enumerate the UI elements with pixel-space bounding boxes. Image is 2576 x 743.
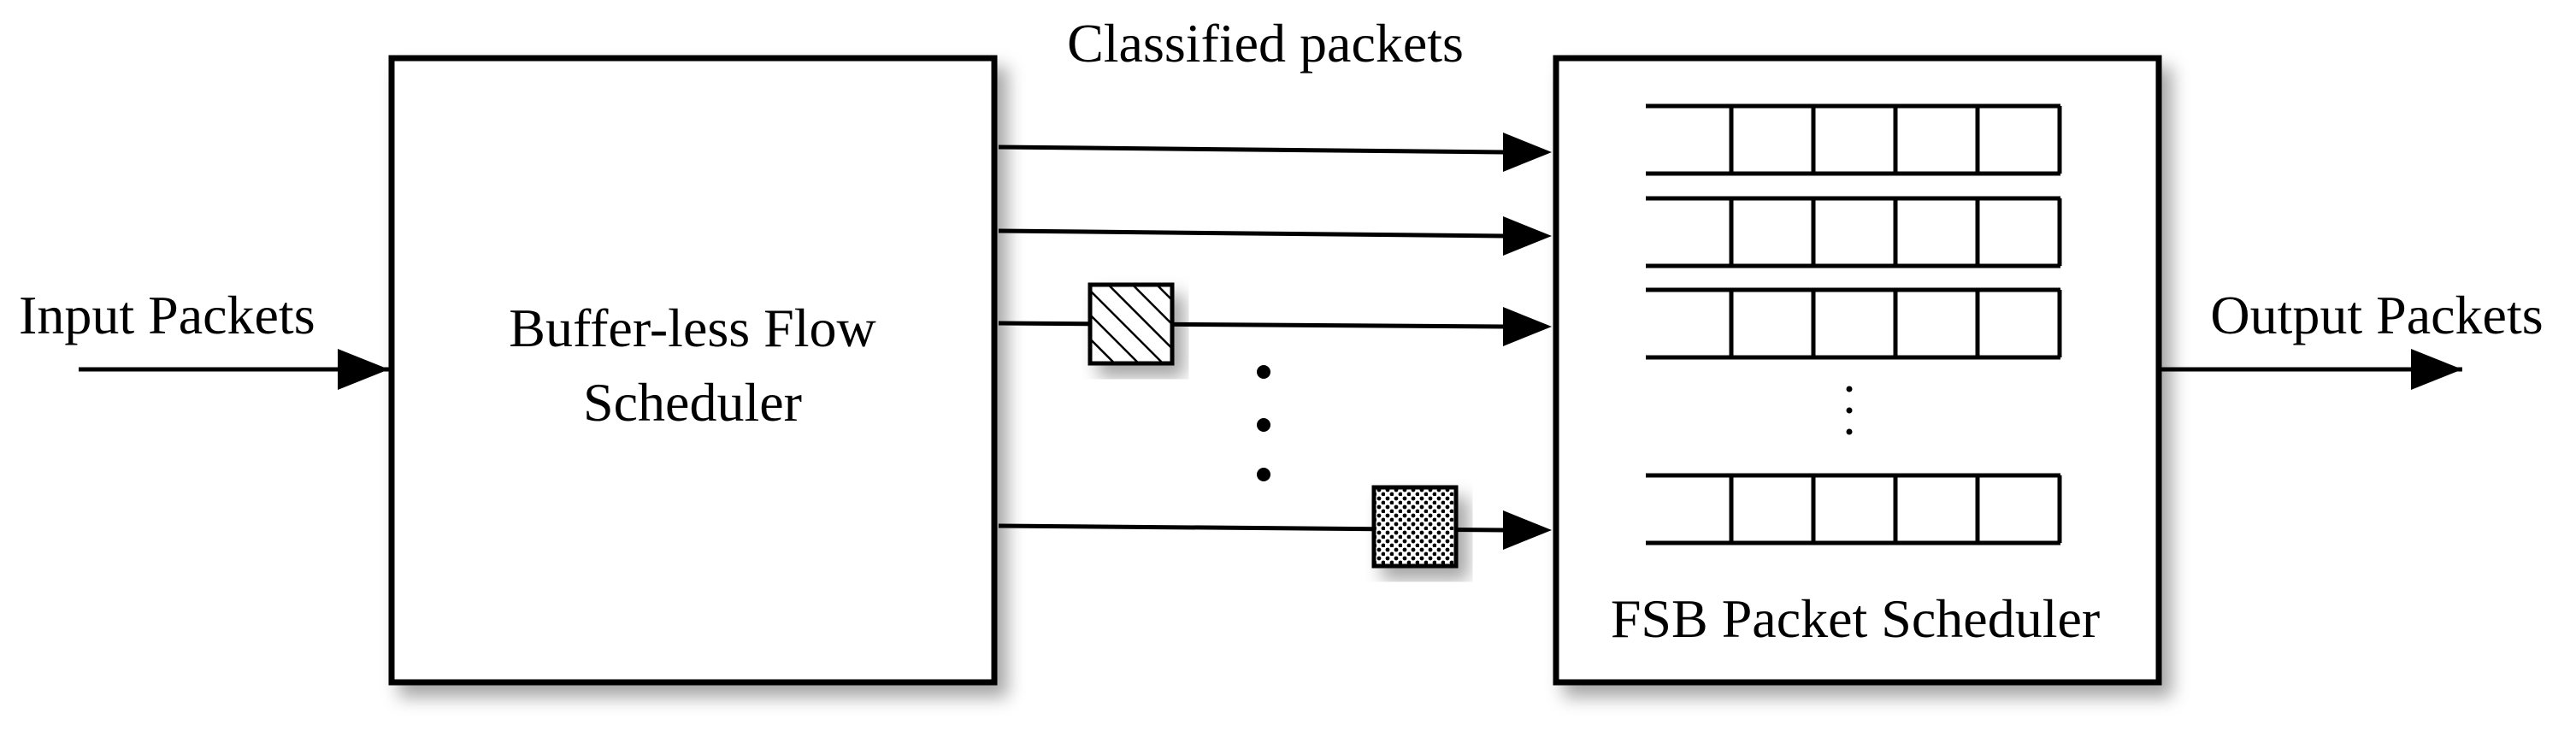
queue-ellipsis-dot bbox=[1846, 428, 1853, 435]
queue-ellipsis-dot bbox=[1846, 386, 1853, 392]
classified-line-3 bbox=[998, 321, 1506, 329]
output-packets-label: Output Packets bbox=[2210, 285, 2543, 345]
ellipsis-dot bbox=[1257, 468, 1270, 481]
flow-scheduler-label-line1: Buffer-less Flow bbox=[509, 298, 876, 358]
queue-row bbox=[1646, 196, 2062, 268]
queue-row bbox=[1646, 287, 2062, 360]
ellipsis-dot bbox=[1257, 365, 1270, 379]
flow-scheduler-box bbox=[388, 55, 998, 686]
hatched-packet bbox=[1088, 282, 1175, 366]
output-arrowhead bbox=[2411, 349, 2462, 390]
flow-scheduler-label-line2: Scheduler bbox=[583, 372, 802, 433]
input-arrowhead bbox=[338, 349, 389, 390]
queue-ellipsis-dot bbox=[1846, 407, 1853, 414]
queue-row bbox=[1646, 473, 2062, 545]
packet-scheduler-label: FSB Packet Scheduler bbox=[1611, 588, 2100, 649]
classified-arrowhead-3 bbox=[1503, 307, 1552, 346]
classified-line-1 bbox=[998, 144, 1506, 155]
classified-arrowhead-4 bbox=[1503, 510, 1552, 550]
classified-arrowhead-2 bbox=[1503, 216, 1552, 256]
classified-line-2 bbox=[998, 228, 1506, 239]
dotted-packet bbox=[1371, 485, 1459, 569]
ellipsis-dot bbox=[1257, 418, 1270, 432]
classified-packets-label: Classified packets bbox=[1067, 13, 1464, 74]
input-packets-label: Input Packets bbox=[19, 285, 315, 345]
classified-arrowhead-1 bbox=[1503, 133, 1552, 172]
queue-row bbox=[1646, 103, 2062, 176]
